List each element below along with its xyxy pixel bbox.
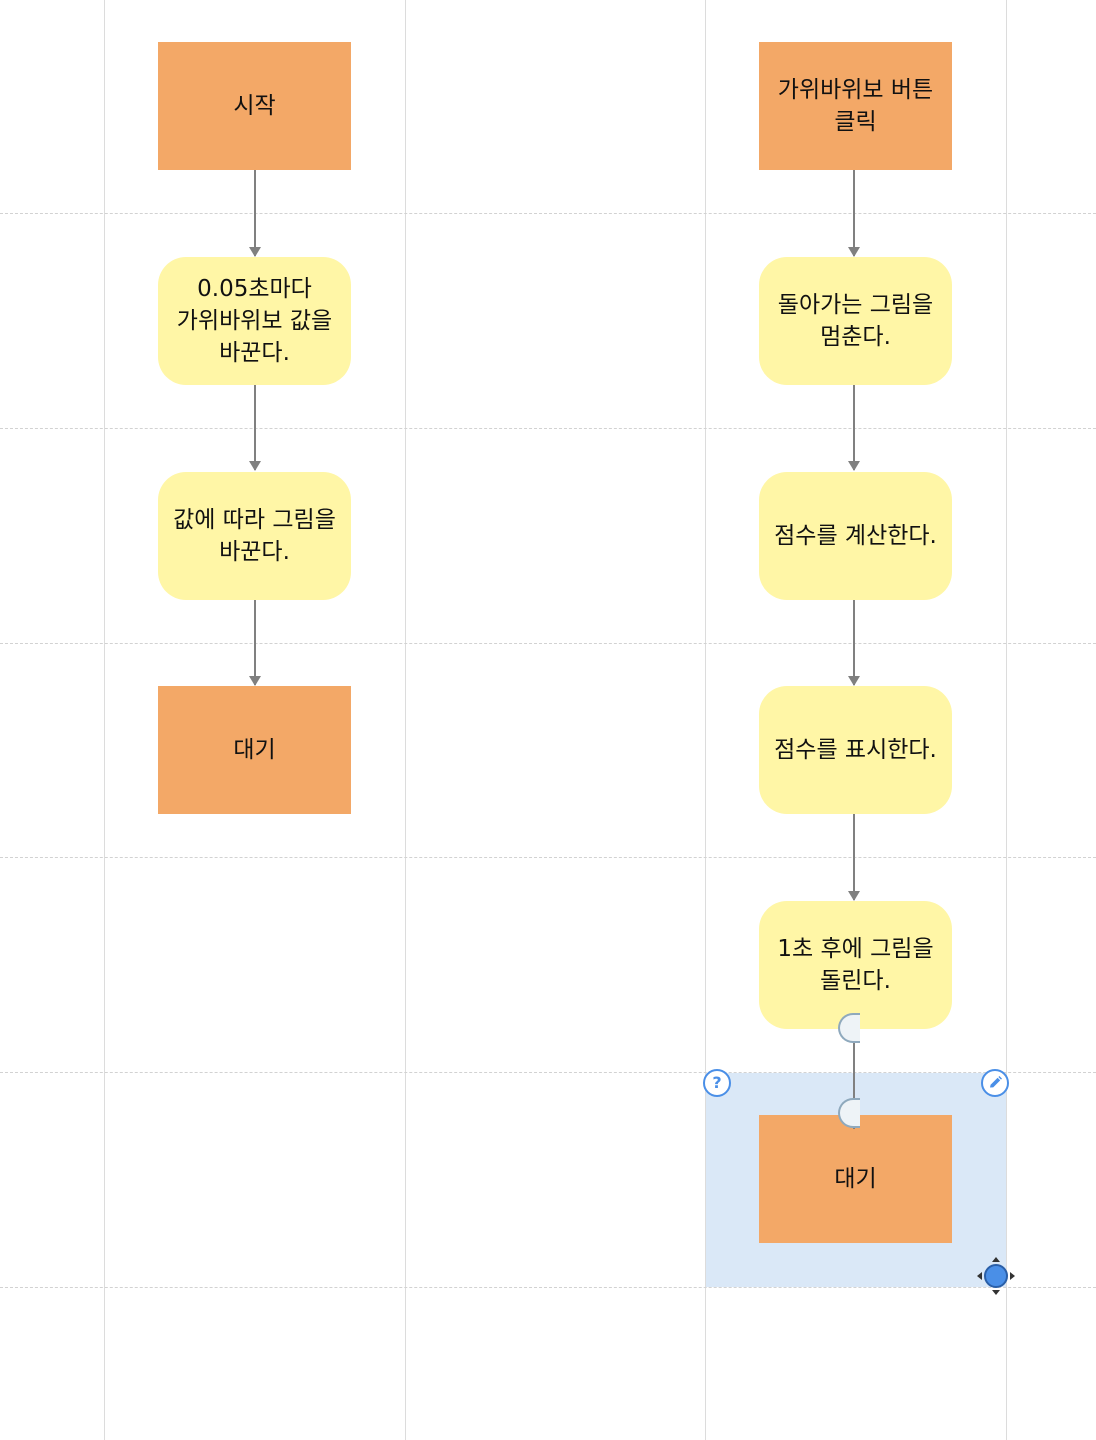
left-step2-label: 값에 따라 그림을 바꾼다.: [173, 507, 336, 565]
grid-line: [0, 857, 1096, 858]
connector-start-handle[interactable]: [838, 1013, 860, 1043]
left-step1-node[interactable]: 0.05초마다 가위바위보 값을 바꾼다.: [158, 257, 351, 385]
connector-arrow[interactable]: [848, 814, 860, 901]
connector-arrow[interactable]: [249, 170, 261, 257]
resize-handle[interactable]: [976, 1256, 1016, 1296]
right-end-node[interactable]: 대기: [759, 1115, 952, 1243]
left-start-node[interactable]: 시작: [158, 42, 351, 170]
right-step4-label: 1초 후에 그림을 돌린다.: [777, 936, 934, 994]
right-step3-label: 점수를 표시한다.: [774, 737, 937, 763]
grid-line: [0, 1072, 1096, 1073]
move-resize-icon: [977, 1257, 1015, 1295]
lane-divider: [104, 0, 105, 1440]
left-end-label: 대기: [233, 737, 276, 763]
right-end-label: 대기: [834, 1166, 877, 1192]
grid-line: [0, 643, 1096, 644]
grid-line: [0, 428, 1096, 429]
connector-arrow[interactable]: [848, 385, 860, 471]
connector-arrow[interactable]: [848, 600, 860, 686]
right-step2-node[interactable]: 점수를 계산한다.: [759, 472, 952, 600]
left-step1-label: 0.05초마다 가위바위보 값을 바꾼다.: [176, 276, 333, 366]
help-button[interactable]: ?: [703, 1069, 731, 1097]
grid-line: [0, 213, 1096, 214]
grid-line: [0, 1287, 1096, 1288]
lane-divider: [405, 0, 406, 1440]
lane-divider: [1006, 0, 1007, 1440]
connector-arrow[interactable]: [249, 600, 261, 686]
selected-connector[interactable]: [853, 1029, 855, 1129]
edit-button[interactable]: [981, 1069, 1009, 1097]
pencil-icon: [990, 1076, 1002, 1088]
right-start-label: 가위바위보 버튼 클릭: [777, 77, 934, 135]
right-step1-label: 돌아가는 그림을 멈춘다.: [777, 292, 934, 350]
left-start-label: 시작: [233, 93, 276, 119]
right-step3-node[interactable]: 점수를 표시한다.: [759, 686, 952, 814]
right-start-node[interactable]: 가위바위보 버튼 클릭: [759, 42, 952, 170]
question-icon: ?: [712, 1073, 722, 1092]
right-step4-node[interactable]: 1초 후에 그림을 돌린다.: [759, 901, 952, 1029]
connector-arrow[interactable]: [249, 385, 261, 471]
connector-arrow[interactable]: [848, 170, 860, 257]
connector-end-handle[interactable]: [838, 1098, 860, 1128]
left-step2-node[interactable]: 값에 따라 그림을 바꾼다.: [158, 472, 351, 600]
left-end-node[interactable]: 대기: [158, 686, 351, 814]
lane-divider: [705, 0, 706, 1440]
right-step1-node[interactable]: 돌아가는 그림을 멈춘다.: [759, 257, 952, 385]
right-step2-label: 점수를 계산한다.: [774, 523, 937, 549]
